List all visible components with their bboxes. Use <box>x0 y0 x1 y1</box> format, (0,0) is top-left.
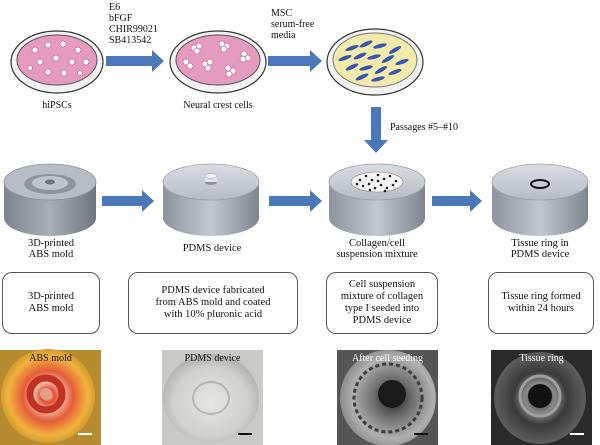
media-line-3: media <box>271 30 296 41</box>
box-abs-line-1: 3D-printed <box>27 291 75 302</box>
hipsc-dish <box>10 30 104 94</box>
top-arrows <box>106 50 388 153</box>
collagen-label-line-2: suspension mixture <box>336 249 418 260</box>
abs-mold-label-line-2: ABS mold <box>28 249 74 260</box>
msc-dish <box>326 28 424 96</box>
tissue-ring-label-line-1: Tissue ring in <box>511 238 569 249</box>
collagen-label-line-1: Collagen/cell <box>349 238 405 249</box>
collagen-label: Collagen/cell suspension mixture <box>320 238 434 260</box>
media-line-1: MSC <box>271 8 293 19</box>
tissue-ring-label: Tissue ring in PDMS device <box>488 238 592 260</box>
factor-chir: CHIR99021 <box>109 24 158 35</box>
collagen-cell-device <box>328 163 426 236</box>
box-cell-line-4: PDMS device <box>352 315 412 326</box>
photo-abs-mold <box>0 349 101 445</box>
tissue-ring-device <box>491 163 589 236</box>
box-ring-line-2: within 24 hours <box>508 303 574 314</box>
factor-sb: SB413542 <box>109 35 152 46</box>
factor-e6: E6 <box>109 2 121 13</box>
caption-after-seeding: After cell seeding <box>351 353 424 364</box>
box-abs-line-2: ABS mold <box>28 303 74 314</box>
box-pdms-line-2: from ABS mold and coated <box>155 297 271 308</box>
neural-crest-label: Neural crest cells <box>183 100 253 111</box>
box-pdms-line-1: PDMS device fabricated <box>161 285 265 296</box>
pdms-device-label-line-1: PDMS device <box>182 243 242 254</box>
box-tissue-ring: Tissue ring formed within 24 hours <box>488 272 594 334</box>
media-line-2: serum-free <box>271 19 315 30</box>
middle-arrows <box>102 190 482 212</box>
caption-pdms-device: PDMS device <box>184 353 241 364</box>
factor-bfgf: bFGF <box>109 13 133 24</box>
factor-list: E6 bFGF CHIR99021 SB413542 <box>109 2 158 46</box>
tissue-ring-label-line-2: PDMS device <box>510 249 570 260</box>
media-label: MSC serum-free media <box>271 8 314 41</box>
box-cell-line-3: type I seeded into <box>344 303 420 314</box>
passages-label: Passages #5–#10 <box>390 122 459 133</box>
neural-crest-dish <box>169 30 267 94</box>
caption-tissue-ring: Tissue ring <box>519 353 564 364</box>
box-pdms-line-3: with 10% pluronic acid <box>163 309 263 320</box>
box-pdms-device: PDMS device fabricated from ABS mold and… <box>128 272 298 334</box>
pdms-device-label: PDMS device <box>161 243 263 254</box>
caption-abs-mold: ABS mold <box>29 353 72 364</box>
abs-mold-device <box>3 163 97 236</box>
box-cell-line-2: mixture of collagen <box>340 291 424 302</box>
box-cell-line-1: Cell suspension <box>348 279 416 290</box>
hipsc-label: hiPSCs <box>42 100 72 111</box>
box-ring-line-1: Tissue ring formed <box>501 291 581 302</box>
photo-after-seeding <box>337 350 438 445</box>
pdms-device <box>162 163 260 236</box>
abs-mold-label-line-1: 3D-printed <box>27 238 75 249</box>
box-cell-suspension: Cell suspension mixture of collagen type… <box>326 272 438 334</box>
abs-mold-label: 3D-printed ABS mold <box>0 238 102 260</box>
box-abs-mold: 3D-printed ABS mold <box>2 272 100 334</box>
photo-tissue-ring <box>491 350 592 445</box>
photo-pdms-device <box>162 350 263 445</box>
